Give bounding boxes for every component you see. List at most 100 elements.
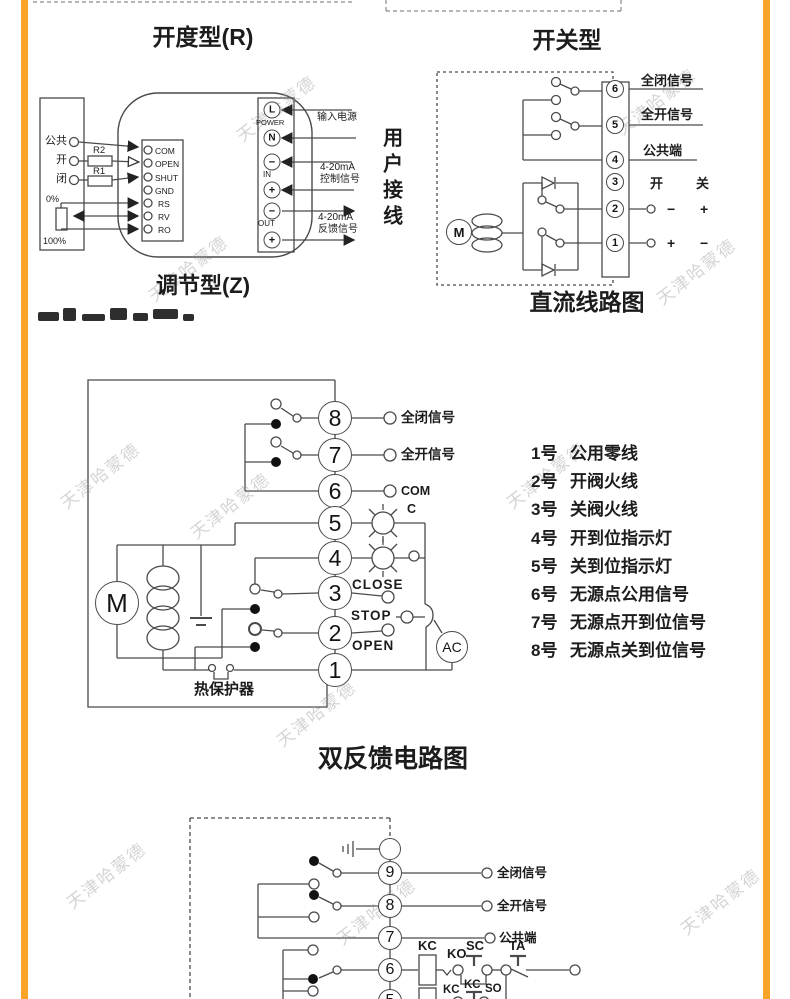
controller-body [117,92,313,258]
pot-100-label: 100% [43,236,67,246]
power-terminal-n: N [263,129,281,147]
top-node-circle [379,838,401,860]
ctrl-terminal-gnd: GND [155,186,174,196]
row2-open-polarity: − [667,201,676,217]
row1-open-polarity: + [667,235,676,251]
in-plus-terminal: + [263,181,281,199]
legend-row-text: 无源点关到位信号 [570,641,706,660]
legend-row: 1号 [531,444,558,463]
terminal-6: 6 [318,474,352,508]
contact-kc3-label: KC [464,979,481,991]
pot-0-label: 0% [46,194,60,204]
close-column-header: 关 [696,176,710,191]
terminal-8: 8 [378,894,402,918]
power-terminal-l: L [263,101,281,119]
legend-row-text: 关到位指示灯 [570,557,672,576]
input-terminal-close: 闭 [56,173,67,185]
terminal-5: 5 [606,116,624,134]
dc-circuit-title: 直流线路图 [529,289,645,315]
terminal-4: 4 [606,151,624,169]
legend-row: 7号 [531,613,558,632]
open-column-header: 开 [650,176,664,191]
relay-coil-kc [418,954,437,986]
outer-loop [87,379,335,708]
out-minus-terminal: − [263,202,281,220]
close-label: CLOSE [352,577,404,592]
ctrl-terminal-rs: RS [158,199,170,209]
terminal-3: 3 [318,576,352,610]
legend-row-text: 关阀火线 [570,500,638,519]
closed-signal-label: 全闭信号 [641,73,694,88]
in-minus-terminal: − [263,153,281,171]
relay-kc-label: KC [418,938,437,953]
resistor-r2-label: R2 [93,145,106,156]
lamp-close-indicator [371,511,395,535]
controller-terminal-box [141,139,184,242]
terminal-2: 2 [606,200,624,218]
contact-ta-label: TA [509,938,526,953]
legend-row: 8号 [531,641,558,660]
opening-type-title: 开度型(R) [152,24,254,50]
legend-row: 2号 [531,472,558,491]
terminal-2: 2 [318,616,352,650]
ctrl-terminal-com: COM [155,146,175,156]
ac-source-symbol: AC [436,631,468,663]
legend-row: 3号 [531,500,558,519]
legend-row: 5号 [531,557,558,576]
ctrl-terminal-shut: SHUT [155,173,179,183]
contact-so-label: SO [485,983,502,995]
opening-type-linework [39,92,356,258]
thermal-protector-label: 热保护器 [194,681,255,698]
power-terminal-strip [257,97,295,253]
terminal-7: 7 [378,926,402,950]
double-feedback-linework [87,379,453,708]
power-group-label: POWER [256,118,285,127]
user-wiring-label: 用户接线 [379,127,402,231]
cropped-dashed-remnants [33,0,622,12]
row1-close-polarity: − [700,235,709,251]
legend-row: 6号 [531,585,558,604]
ctrl-terminal-rv: RV [158,212,170,222]
contact-ko-label: KO [447,946,467,961]
out-plus-terminal: + [263,231,281,249]
closed-signal-label: 全闭信号 [401,410,455,425]
terminal-8: 8 [318,401,352,435]
switch-type-title: 开关型 [532,27,602,53]
left-accent-bar [21,0,28,999]
input-box [39,97,85,251]
terminal-4: 4 [318,541,352,575]
input-terminal-open: 开 [56,154,67,166]
diode-top [541,175,556,191]
actuator-dashed-box [436,71,614,286]
resistor-r1 [87,175,113,187]
right-accent-bar [763,0,770,999]
open-signal-label: 全开信号 [641,107,694,122]
lamp-c-label: C [407,502,417,516]
switch-type-linework [436,71,703,286]
diode-bottom [541,262,556,278]
terminal-6: 6 [378,958,402,982]
com-label: COM [401,484,431,498]
motor-symbol: M [446,219,472,245]
terminal-1: 1 [606,234,624,252]
input-terminal-common: 公共 [45,135,67,147]
open-signal-label: 全开信号 [401,447,455,462]
legend-row-text: 无源点公用信号 [570,585,689,604]
power-in-annotation: 输入电源 [317,112,357,123]
common-label: 公共端 [499,931,537,945]
terminal-9: 9 [378,861,402,885]
out-group-label: OUT [258,219,275,228]
terminal-6: 6 [606,80,624,98]
terminal-7: 7 [318,438,352,472]
in-group-label: IN [263,170,271,179]
relay-kc2-label: KC [443,984,460,996]
common-label: 公共端 [643,143,683,158]
contact-sc-label: SC [466,938,485,953]
ctrl-terminal-open: OPEN [155,159,180,169]
open-label: OPEN [352,638,395,653]
resistor-r1-label: R1 [93,166,106,177]
legend-row-text: 公用零线 [570,444,638,463]
legend-row-text: 开阀火线 [570,472,638,491]
terminal-1: 1 [318,653,352,687]
